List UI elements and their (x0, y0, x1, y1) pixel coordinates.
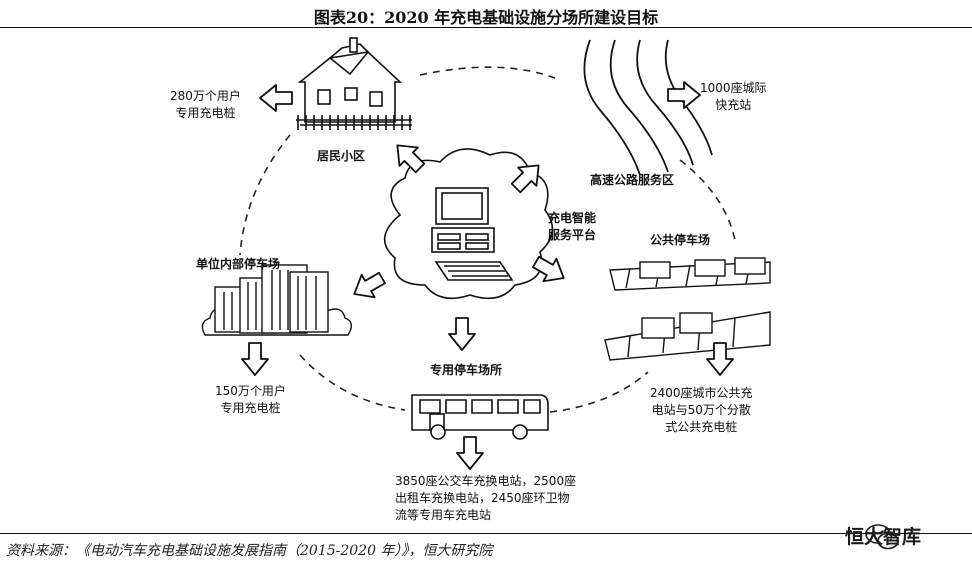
dashed-ring-bottom-right (549, 371, 649, 413)
top-rule (0, 27, 972, 28)
highway-name: 高速公路服务区 (590, 173, 675, 187)
arrow-workplace-down (241, 342, 269, 376)
arrow-residential-left (259, 84, 293, 112)
figure-title: 图表20：2020 年充电基础设施分场所建设目标 (313, 8, 659, 27)
dedicated-parking-name: 专用停车场所 (430, 363, 503, 377)
dashed-ring-right (679, 159, 736, 241)
road-icon (583, 39, 713, 176)
workplace-target: 150万个用户专用充电桩 (215, 384, 286, 415)
public-parking-name: 公共停车场 (650, 233, 711, 247)
arrow-center-to-workplace (346, 265, 390, 307)
dashed-ring-left-top (239, 134, 291, 256)
source-note: 资料来源：《电动汽车充电基础设施发展指南（2015-2020 年）》，恒大研究院 (6, 543, 493, 559)
dashed-ring (419, 66, 556, 79)
platform-name: 充电智能服务平台 (548, 211, 597, 242)
arrow-bus-down (456, 436, 484, 470)
public-parking-target: 2400座城市公共充电站与50万个分散式公共充电桩 (650, 386, 753, 434)
dedicated-parking-target: 3850座公交车充换电站，2500座出租车充换电站，2450座环卫物流等专用车充… (395, 474, 577, 522)
house-icon (296, 37, 412, 130)
bottom-rule (0, 533, 972, 534)
bus-icon (411, 394, 549, 440)
parking-lot-icon (604, 257, 771, 361)
workplace-name: 单位内部停车场 (196, 257, 281, 271)
residential-target: 280万个用户专用充电桩 (170, 89, 241, 120)
highway-target: 1000座城际快充站 (700, 81, 767, 112)
cloud-computer-icon (383, 148, 554, 300)
arrow-center-to-dedicated (448, 317, 476, 351)
office-buildings-icon (201, 264, 353, 336)
watermark-text: 恒大智库 (845, 526, 922, 548)
residential-name: 居民小区 (317, 149, 366, 163)
dashed-ring-left-bottom (299, 354, 406, 411)
wechat-logo-icon (865, 524, 899, 550)
